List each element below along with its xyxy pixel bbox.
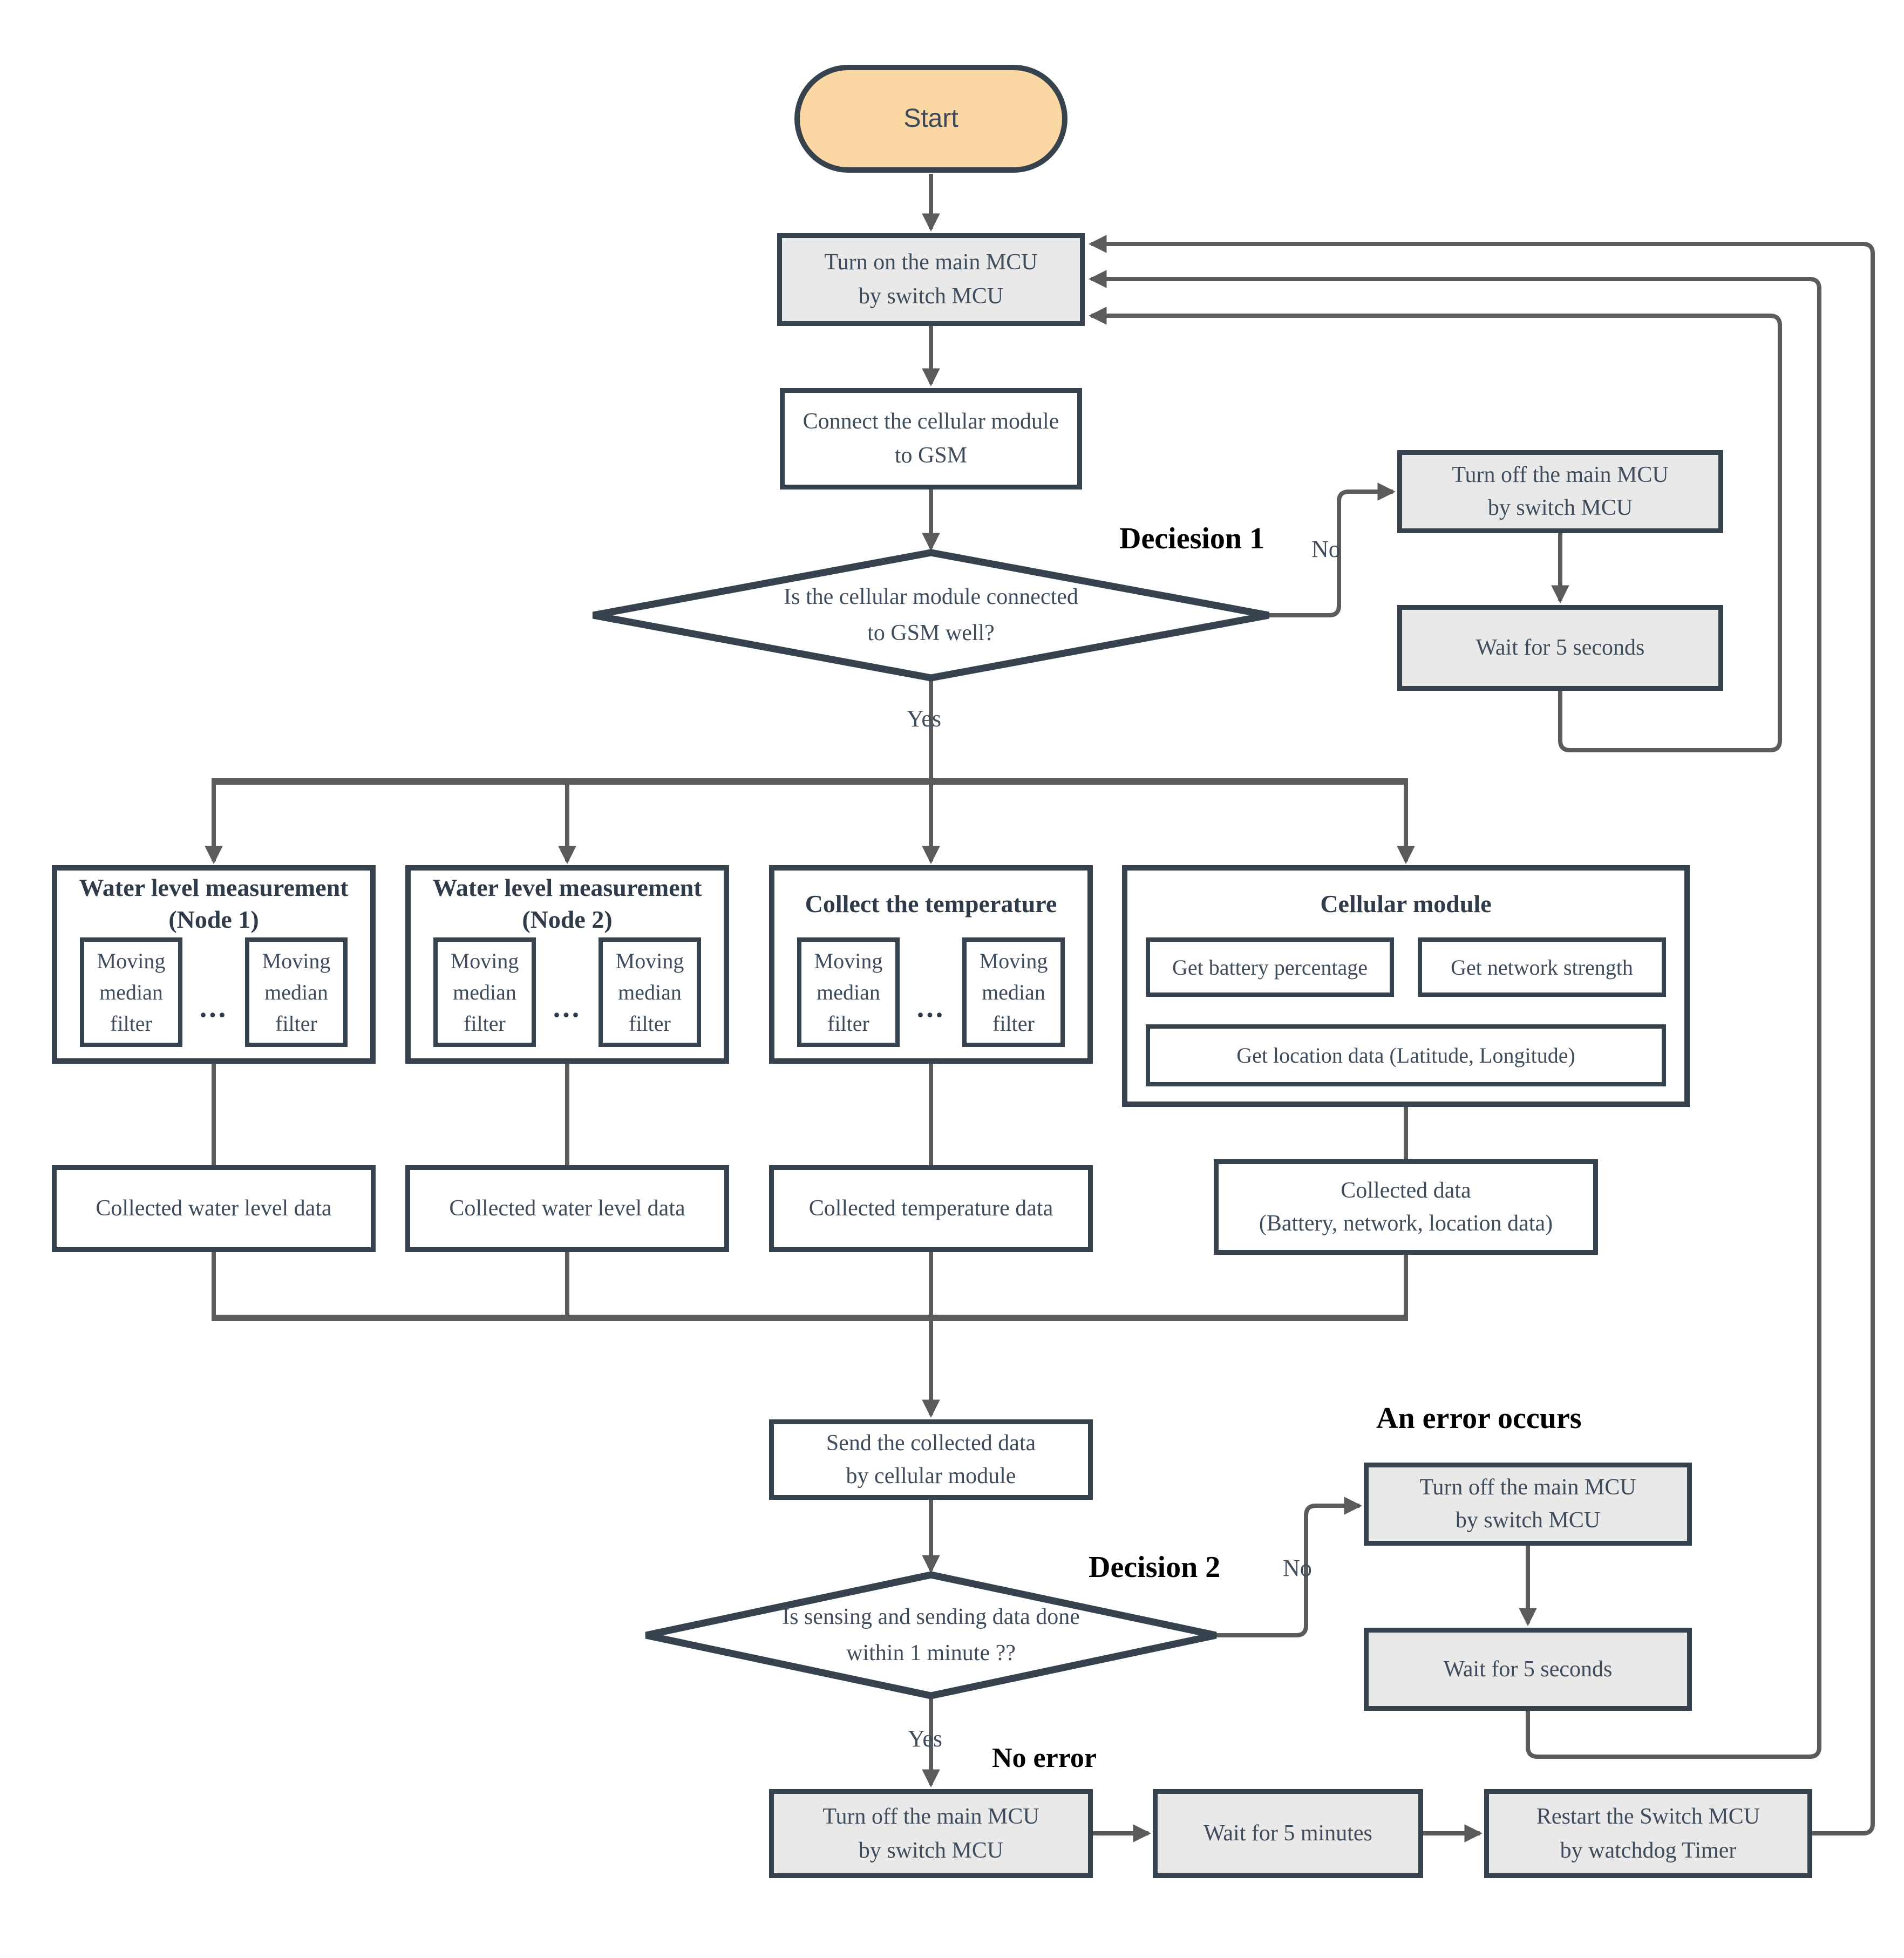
collected-cellular-node: Collected data (Battery, network, locati… xyxy=(1214,1159,1598,1255)
no-error-label: No error xyxy=(992,1743,1097,1773)
decision1-title-label: Deciesion 1 xyxy=(1119,522,1265,555)
node2-title-line2: (Node 2) xyxy=(522,906,613,933)
turn-off-d1-line2: by switch MCU xyxy=(1487,495,1633,520)
decision1-line2: to GSM well? xyxy=(867,621,995,645)
collected-temperature-label: Collected temperature data xyxy=(808,1196,1053,1221)
collected-water1-node: Collected water level data xyxy=(52,1165,376,1252)
edge-wait1-loop xyxy=(1088,307,1782,752)
node2-ellipsis: ... xyxy=(553,991,582,1023)
send-data-node: Send the collected data by cellular modu… xyxy=(769,1419,1093,1500)
collected-water1-label: Collected water level data xyxy=(96,1196,332,1221)
decision1-no-label: No xyxy=(1311,536,1341,562)
node1-filter-right: Moving median filter xyxy=(245,937,348,1047)
edge-restart-loop xyxy=(1088,235,1875,1835)
node1-ellipsis: ... xyxy=(199,991,228,1023)
decision2-line1: Is sensing and sending data done xyxy=(782,1604,1080,1629)
cellular-title: Cellular module xyxy=(1320,889,1492,917)
cellular-module-node: Cellular module Get battery percentage G… xyxy=(1122,865,1690,1107)
an-error-label: An error occurs xyxy=(1376,1402,1582,1435)
connect-gsm-line2: to GSM xyxy=(894,443,968,468)
edge-decision2-no xyxy=(1216,1497,1363,1637)
restart-line2: by watchdog Timer xyxy=(1560,1838,1737,1863)
get-location-box: Get location data (Latitude, Longitude) xyxy=(1146,1024,1666,1086)
turn-off-d1-line1: Turn off the main MCU xyxy=(1452,463,1669,488)
decision1-text: Is the cellular module connected to GSM … xyxy=(661,571,1201,660)
get-network-label: Get network strength xyxy=(1451,955,1633,980)
decision1-line1: Is the cellular module connected xyxy=(784,584,1078,609)
get-network-box: Get network strength xyxy=(1418,937,1666,997)
filter-label: Moving median filter xyxy=(814,948,883,1036)
temp-filter-left: Moving median filter xyxy=(797,937,900,1047)
start-node: Start xyxy=(794,65,1067,173)
collected-temperature-node: Collected temperature data xyxy=(769,1165,1093,1252)
decision1-diamond xyxy=(592,549,1270,682)
decision2-diamond xyxy=(645,1571,1217,1699)
edge-decision1-no xyxy=(1269,482,1396,617)
temp-filter-right: Moving median filter xyxy=(962,937,1065,1047)
restart-switch-node: Restart the Switch MCU by watchdog Timer xyxy=(1484,1789,1812,1878)
filter-label: Moving median filter xyxy=(615,948,684,1036)
wait-d2-label: Wait for 5 seconds xyxy=(1443,1656,1613,1682)
filter-label: Moving median filter xyxy=(979,948,1048,1036)
send-data-line2: by cellular module xyxy=(846,1463,1016,1488)
decision2-no-label: No xyxy=(1283,1555,1312,1581)
turn-off-final-line1: Turn off the main MCU xyxy=(822,1804,1039,1829)
decision1-yes-label: Yes xyxy=(907,705,942,732)
water-level-node2: Water level measurement (Node 2) Moving … xyxy=(405,865,729,1064)
start-label: Start xyxy=(903,104,958,133)
collected-water2-node: Collected water level data xyxy=(405,1165,729,1252)
collected-water2-label: Collected water level data xyxy=(449,1196,685,1221)
send-data-line1: Send the collected data xyxy=(826,1430,1036,1456)
collected-cellular-line1: Collected data xyxy=(1341,1178,1471,1203)
turn-off-final-node: Turn off the main MCU by switch MCU xyxy=(769,1789,1093,1878)
node1-title-line2: (Node 1) xyxy=(168,906,259,933)
connect-gsm-node: Connect the cellular module to GSM xyxy=(780,388,1082,490)
turn-on-line1: Turn on the main MCU xyxy=(824,250,1038,275)
decision2-text: Is sensing and sending data done within … xyxy=(661,1591,1201,1680)
wait-5min-node: Wait for 5 minutes xyxy=(1153,1789,1423,1878)
temperature-title: Collect the temperature xyxy=(805,889,1057,917)
get-battery-label: Get battery percentage xyxy=(1172,955,1368,980)
wait-d1-node: Wait for 5 seconds xyxy=(1397,605,1723,691)
connect-gsm-line1: Connect the cellular module xyxy=(803,409,1059,434)
turn-off-d1-node: Turn off the main MCU by switch MCU xyxy=(1397,450,1723,533)
decision2-yes-label: Yes xyxy=(908,1725,943,1752)
turn-off-final-line2: by switch MCU xyxy=(858,1838,1004,1863)
node1-filter-left: Moving median filter xyxy=(80,937,182,1047)
get-battery-box: Get battery percentage xyxy=(1146,937,1394,997)
decision2-title-label: Decision 2 xyxy=(1089,1551,1221,1584)
node2-filter-right: Moving median filter xyxy=(599,937,701,1047)
collected-cellular-line2: (Battery, network, location data) xyxy=(1259,1211,1553,1236)
filter-label: Moving median filter xyxy=(97,948,166,1036)
turn-on-line2: by switch MCU xyxy=(858,284,1004,309)
wait-d1-label: Wait for 5 seconds xyxy=(1475,635,1645,660)
wait-5min-label: Wait for 5 minutes xyxy=(1203,1821,1372,1846)
turn-off-d2-line2: by switch MCU xyxy=(1455,1508,1601,1533)
turn-on-main-mcu-node: Turn on the main MCU by switch MCU xyxy=(777,233,1085,326)
collect-temperature-node: Collect the temperature Moving median fi… xyxy=(769,865,1093,1064)
filter-label: Moving median filter xyxy=(262,948,331,1036)
edge-wait2-loop xyxy=(1088,270,1821,1759)
node1-title-line1: Water level measurement xyxy=(79,874,349,902)
filter-label: Moving median filter xyxy=(450,948,519,1036)
node2-title-line1: Water level measurement xyxy=(432,874,702,902)
wait-d2-node: Wait for 5 seconds xyxy=(1364,1628,1692,1711)
turn-off-d2-node: Turn off the main MCU by switch MCU xyxy=(1364,1463,1692,1546)
water-level-node1: Water level measurement (Node 1) Moving … xyxy=(52,865,376,1064)
node2-filter-left: Moving median filter xyxy=(433,937,536,1047)
restart-line1: Restart the Switch MCU xyxy=(1536,1804,1760,1829)
decision2-line2: within 1 minute ?? xyxy=(846,1641,1016,1665)
temp-ellipsis: ... xyxy=(916,991,946,1023)
turn-off-d2-line1: Turn off the main MCU xyxy=(1419,1475,1636,1500)
get-location-label: Get location data (Latitude, Longitude) xyxy=(1236,1043,1575,1068)
